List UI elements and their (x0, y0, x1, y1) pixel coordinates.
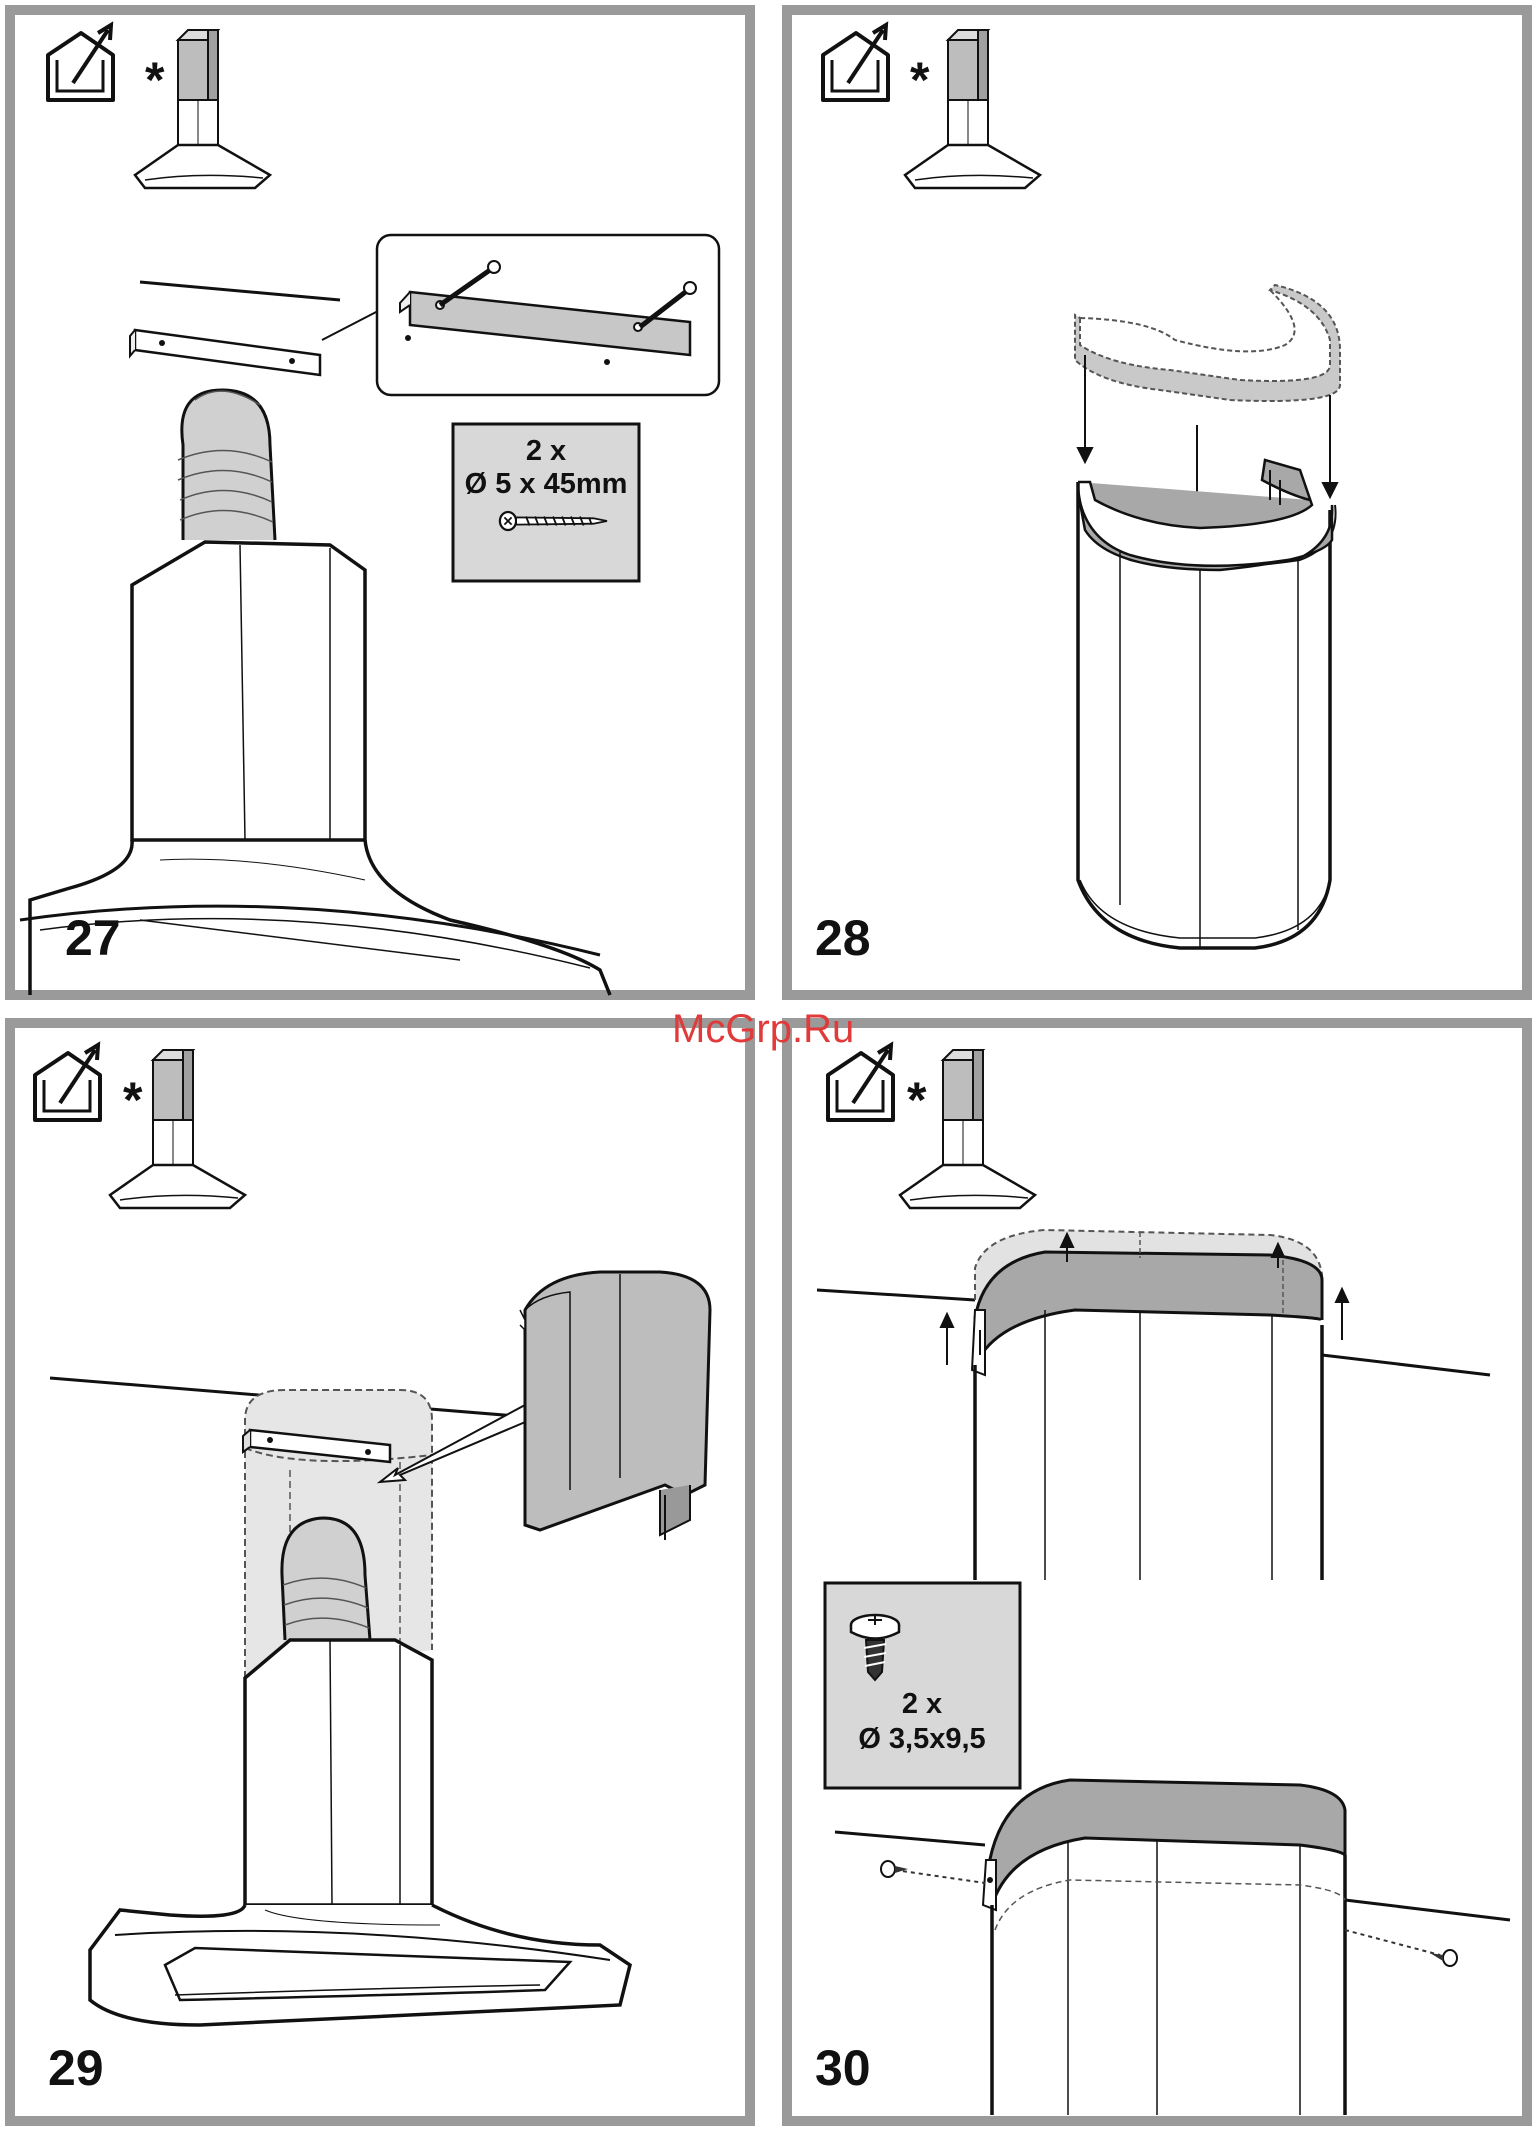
step-number: 29 (48, 2040, 104, 2096)
optional-marker: * (123, 1072, 143, 1128)
optional-marker: * (145, 52, 165, 108)
step-number: 30 (815, 2040, 871, 2096)
flexible-duct (282, 1518, 370, 1640)
panel-27: * 2 x Ø 5 x 45mm (10, 10, 750, 995)
panel-29: * (10, 1023, 750, 2121)
spec-quantity: 2 x (902, 1688, 942, 1720)
panel-30: * (787, 1023, 1527, 2121)
spec-size: Ø 3,5x9,5 (858, 1723, 985, 1755)
cover-panel (520, 1272, 710, 1540)
optional-marker: * (907, 1072, 927, 1128)
spec-quantity: 2 x (526, 435, 566, 467)
screw-spec-box: 2 x Ø 3,5x9,5 (825, 1583, 1020, 1788)
flexible-duct (178, 390, 275, 540)
spec-size: Ø 5 x 45mm (465, 468, 628, 500)
bracket-detail-callout (377, 235, 719, 395)
optional-marker: * (910, 52, 930, 108)
screw-spec-box: 2 x Ø 5 x 45mm (453, 424, 639, 581)
step-number: 28 (815, 910, 871, 966)
watermark-text: McGrp.Ru (672, 1007, 854, 1051)
step-number: 27 (65, 910, 121, 966)
chimney-cover (1078, 460, 1336, 948)
panel-28: * 28 (787, 10, 1527, 995)
